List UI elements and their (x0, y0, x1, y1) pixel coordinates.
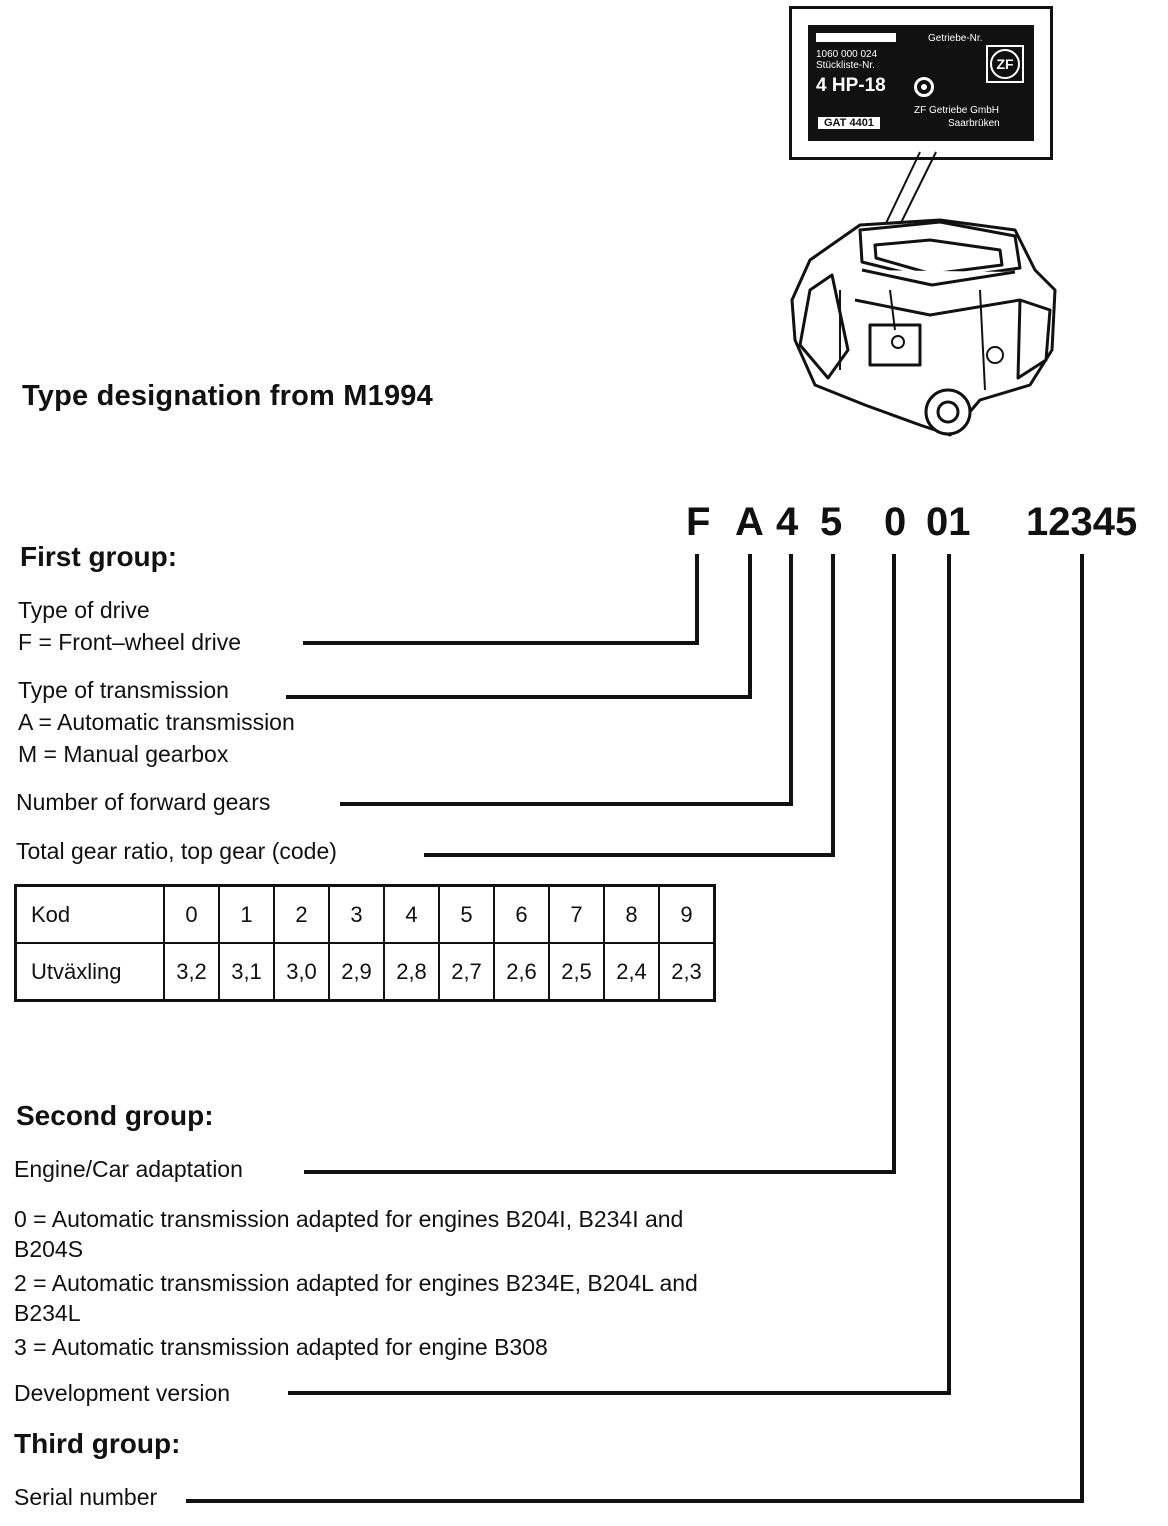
table-cell: 8 (603, 884, 660, 944)
table-cell: 2,5 (548, 942, 605, 1002)
table-cell: 4 (383, 884, 440, 944)
code-adaptation-digit: 0 (884, 500, 907, 544)
third-group-heading: Third group: (14, 1428, 181, 1459)
plate-parts-list: Stückliste-Nr. (816, 60, 875, 71)
plate-part-no: 1060 000 024 (816, 49, 878, 60)
connector-0-horizontal (304, 1170, 896, 1174)
table-cell: 3,2 (163, 942, 220, 1002)
transmission-type-m: M = Manual gearbox (18, 741, 229, 767)
code-drive-letter: F (686, 500, 711, 544)
connector-5-vertical (831, 554, 835, 857)
adaptation-option-3: 3 = Automatic transmission adapted for e… (14, 1334, 548, 1360)
plate-gat: GAT 4401 (818, 117, 880, 129)
table-cell: 3 (328, 884, 385, 944)
transmission-type-label: Type of transmission (18, 677, 229, 703)
table-cell: 5 (438, 884, 495, 944)
table-cell: 2,7 (438, 942, 495, 1002)
connector-f-vertical (695, 554, 699, 645)
connector-a-horizontal (286, 695, 752, 699)
plate-gearbox-no: Getriebe-Nr. (928, 33, 983, 44)
table-cell: 3,0 (273, 942, 330, 1002)
table-cell: 2,4 (603, 942, 660, 1002)
connector-serial-vertical (1080, 554, 1084, 1503)
table-cell: 2,6 (493, 942, 550, 1002)
type-plate: Getriebe-Nr. 1060 000 024 Stückliste-Nr.… (808, 25, 1034, 141)
code-serial-number: 12345 (1026, 500, 1138, 544)
development-version-label: Development version (14, 1380, 231, 1406)
table-row-codes: Kod 0 1 2 3 4 5 6 7 8 9 (14, 884, 716, 944)
type-plate-callout: Getriebe-Nr. 1060 000 024 Stückliste-Nr.… (789, 6, 1053, 160)
plate-company: ZF Getriebe GmbH (914, 105, 1000, 116)
drive-type-label: Type of drive (18, 597, 150, 623)
second-group-heading: Second group: (16, 1100, 214, 1131)
first-group-heading: First group: (20, 541, 178, 572)
connector-4-horizontal (340, 802, 793, 806)
table-header-utvaxling: Utväxling (14, 942, 165, 1002)
plate-model: 4 HP-18 (816, 75, 886, 96)
gearbox-illustration (790, 151, 1057, 437)
adaptation-label: Engine/Car adaptation (14, 1156, 243, 1182)
table-cell: 9 (658, 884, 716, 944)
connector-serial-horizontal (186, 1499, 1084, 1503)
gear-ratio-label: Total gear ratio, top gear (code) (16, 838, 337, 864)
table-cell: 3,1 (218, 942, 275, 1002)
table-cell: 2,3 (658, 942, 716, 1002)
table-cell: 1 (218, 884, 275, 944)
adaptation-option-2-line1: 2 = Automatic transmission adapted for e… (14, 1270, 698, 1296)
table-cell: 2,8 (383, 942, 440, 1002)
plate-city: Saarbrüken (948, 118, 1000, 129)
code-ratio-digit: 5 (820, 500, 843, 544)
transmission-type-a: A = Automatic transmission (18, 709, 295, 735)
drive-type-f: F = Front–wheel drive (18, 629, 242, 655)
table-cell: 0 (163, 884, 220, 944)
table-cell: 2 (273, 884, 330, 944)
connector-01-horizontal (288, 1391, 951, 1395)
table-cell: 2,9 (328, 942, 385, 1002)
table-cell: 7 (548, 884, 605, 944)
table-row-ratios: Utväxling 3,2 3,1 3,0 2,9 2,8 2,7 2,6 2,… (14, 942, 716, 1002)
adaptation-option-2-line2: B234L (14, 1300, 81, 1326)
adaptation-option-0-line1: 0 = Automatic transmission adapted for e… (14, 1206, 684, 1232)
adaptation-option-0-line2: B204S (14, 1236, 84, 1262)
connector-a-vertical (748, 554, 752, 699)
serial-number-label: Serial number (14, 1484, 158, 1510)
zf-logo-icon: ZF (986, 45, 1024, 83)
gear-ratio-table: Kod 0 1 2 3 4 5 6 7 8 9 Utväxling 3,2 3,… (14, 884, 716, 1002)
forward-gears-label: Number of forward gears (16, 789, 271, 815)
code-gears-digit: 4 (776, 500, 799, 544)
connector-f-horizontal (303, 641, 699, 645)
connector-0-vertical (892, 554, 896, 1174)
connector-01-vertical (947, 554, 951, 1395)
circle-target-icon (914, 77, 934, 97)
code-development-digits: 01 (926, 500, 971, 544)
connector-5-horizontal (424, 853, 835, 857)
connector-4-vertical (789, 554, 793, 806)
plate-blank-strip (816, 33, 896, 42)
code-transmission-letter: A (735, 500, 764, 544)
table-cell: 6 (493, 884, 550, 944)
table-header-kod: Kod (14, 884, 165, 944)
page-title: Type designation from M1994 (22, 380, 433, 412)
